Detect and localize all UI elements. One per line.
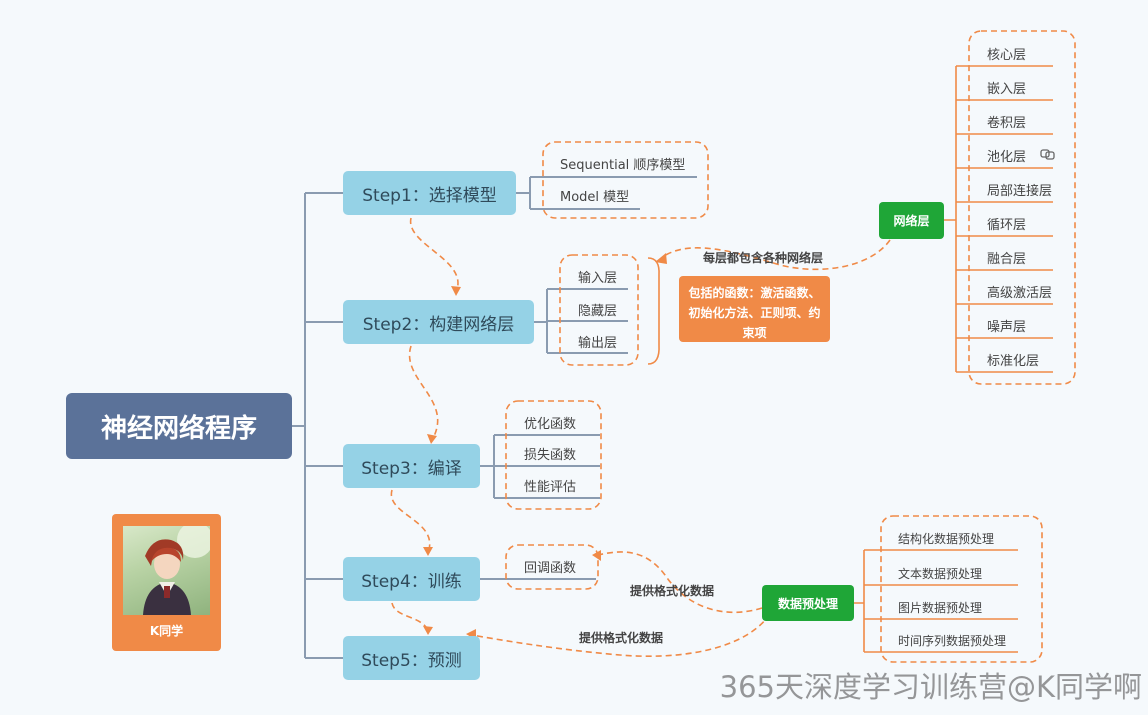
preprocessing-group-frame	[880, 515, 1043, 663]
flow-step2-to-step3	[408, 345, 439, 441]
step1-group-frame	[542, 141, 709, 219]
network-layers-group-frame	[968, 30, 1076, 385]
avatar	[123, 526, 210, 615]
step2-children-connector	[534, 288, 628, 354]
network-layers-connector	[944, 66, 957, 372]
preprocessing-item[interactable]: 时间序列数据预处理	[898, 634, 1007, 648]
network-layer-item[interactable]: 卷积层	[987, 116, 1027, 131]
step3-child-metrics[interactable]: 性能评估	[524, 480, 577, 495]
step1-children-connector	[516, 176, 697, 210]
step4-child-callbacks[interactable]: 回调函数	[524, 561, 577, 576]
flow-step4-to-step5	[391, 602, 429, 631]
arrowhead-step3	[427, 434, 437, 444]
network-layer-underlines	[956, 65, 1053, 373]
avatar-name: K同学	[149, 624, 184, 638]
network-layers-node[interactable]: 网络层	[879, 202, 944, 239]
annotation-each-layer: 每层都包含各种网络层	[703, 251, 824, 265]
step2-child-output[interactable]: 输出层	[578, 336, 618, 351]
step2-brace	[647, 257, 660, 365]
network-layer-item[interactable]: 池化层	[987, 150, 1027, 165]
root-to-steps-connector	[292, 192, 343, 659]
flow-preprocessing-to-step4	[597, 551, 763, 614]
annotation-includes-functions[interactable]: 包括的函数：激活函数、初始化方法、正则项、约束项	[679, 276, 830, 342]
network-layer-item[interactable]: 高级激活层	[987, 286, 1053, 301]
preprocessing-item[interactable]: 图片数据预处理	[898, 601, 983, 615]
step2-child-input[interactable]: 输入层	[578, 271, 618, 286]
step1-child-model[interactable]: Model 模型	[560, 190, 630, 205]
network-layer-item[interactable]: 核心层	[987, 48, 1027, 63]
preprocessing-item[interactable]: 结构化数据预处理	[898, 532, 995, 546]
network-layer-item[interactable]: 融合层	[987, 252, 1027, 267]
flow-step1-to-step2	[410, 217, 459, 293]
preprocessing-connector	[854, 549, 1018, 653]
network-layer-item[interactable]: 噪声层	[987, 320, 1027, 335]
step1-child-sequential[interactable]: Sequential 顺序模型	[560, 158, 686, 173]
flow-network-to-step2	[663, 239, 891, 271]
link-icon[interactable]	[1040, 146, 1056, 160]
avatar-card[interactable]: K同学	[112, 514, 221, 651]
flow-step3-to-step4	[390, 489, 431, 554]
step3-node[interactable]: Step3：编译	[343, 444, 480, 488]
network-layer-item[interactable]: 局部连接层	[987, 184, 1053, 199]
arrowhead-step4-child	[592, 550, 601, 561]
arrowhead-step2	[451, 286, 461, 296]
network-layer-item[interactable]: 循环层	[987, 218, 1027, 233]
preprocessing-item[interactable]: 文本数据预处理	[898, 567, 983, 581]
step5-node[interactable]: Step5：预测	[343, 636, 480, 680]
annotation-provide-formatted-1: 提供格式化数据	[630, 584, 715, 598]
flow-preprocessing-to-step5	[471, 613, 771, 657]
preprocessing-node[interactable]: 数据预处理	[762, 585, 854, 621]
step3-child-loss[interactable]: 损失函数	[524, 448, 577, 463]
step1-node[interactable]: Step1：选择模型	[343, 171, 516, 215]
root-node[interactable]: 神经网络程序	[66, 393, 292, 459]
network-layer-item[interactable]: 标准化层	[987, 354, 1040, 369]
arrowhead-step5	[423, 626, 433, 635]
step2-node[interactable]: Step2：构建网络层	[343, 300, 534, 344]
arrowhead-step4	[423, 547, 433, 556]
step4-node[interactable]: Step4：训练	[343, 557, 480, 601]
step3-child-optimizer[interactable]: 优化函数	[524, 417, 577, 432]
step3-children-connector	[480, 434, 600, 499]
network-layer-item[interactable]: 嵌入层	[987, 82, 1027, 97]
step4-group-frame	[505, 544, 599, 590]
arrowhead-brace	[655, 253, 667, 264]
step2-child-hidden[interactable]: 隐藏层	[578, 304, 618, 319]
step2-group-frame	[559, 254, 639, 366]
step3-group-frame	[505, 400, 602, 510]
annotation-provide-formatted-2: 提供格式化数据	[579, 631, 664, 645]
watermark: 365天深度学习训练营@K同学啊	[719, 670, 1142, 704]
